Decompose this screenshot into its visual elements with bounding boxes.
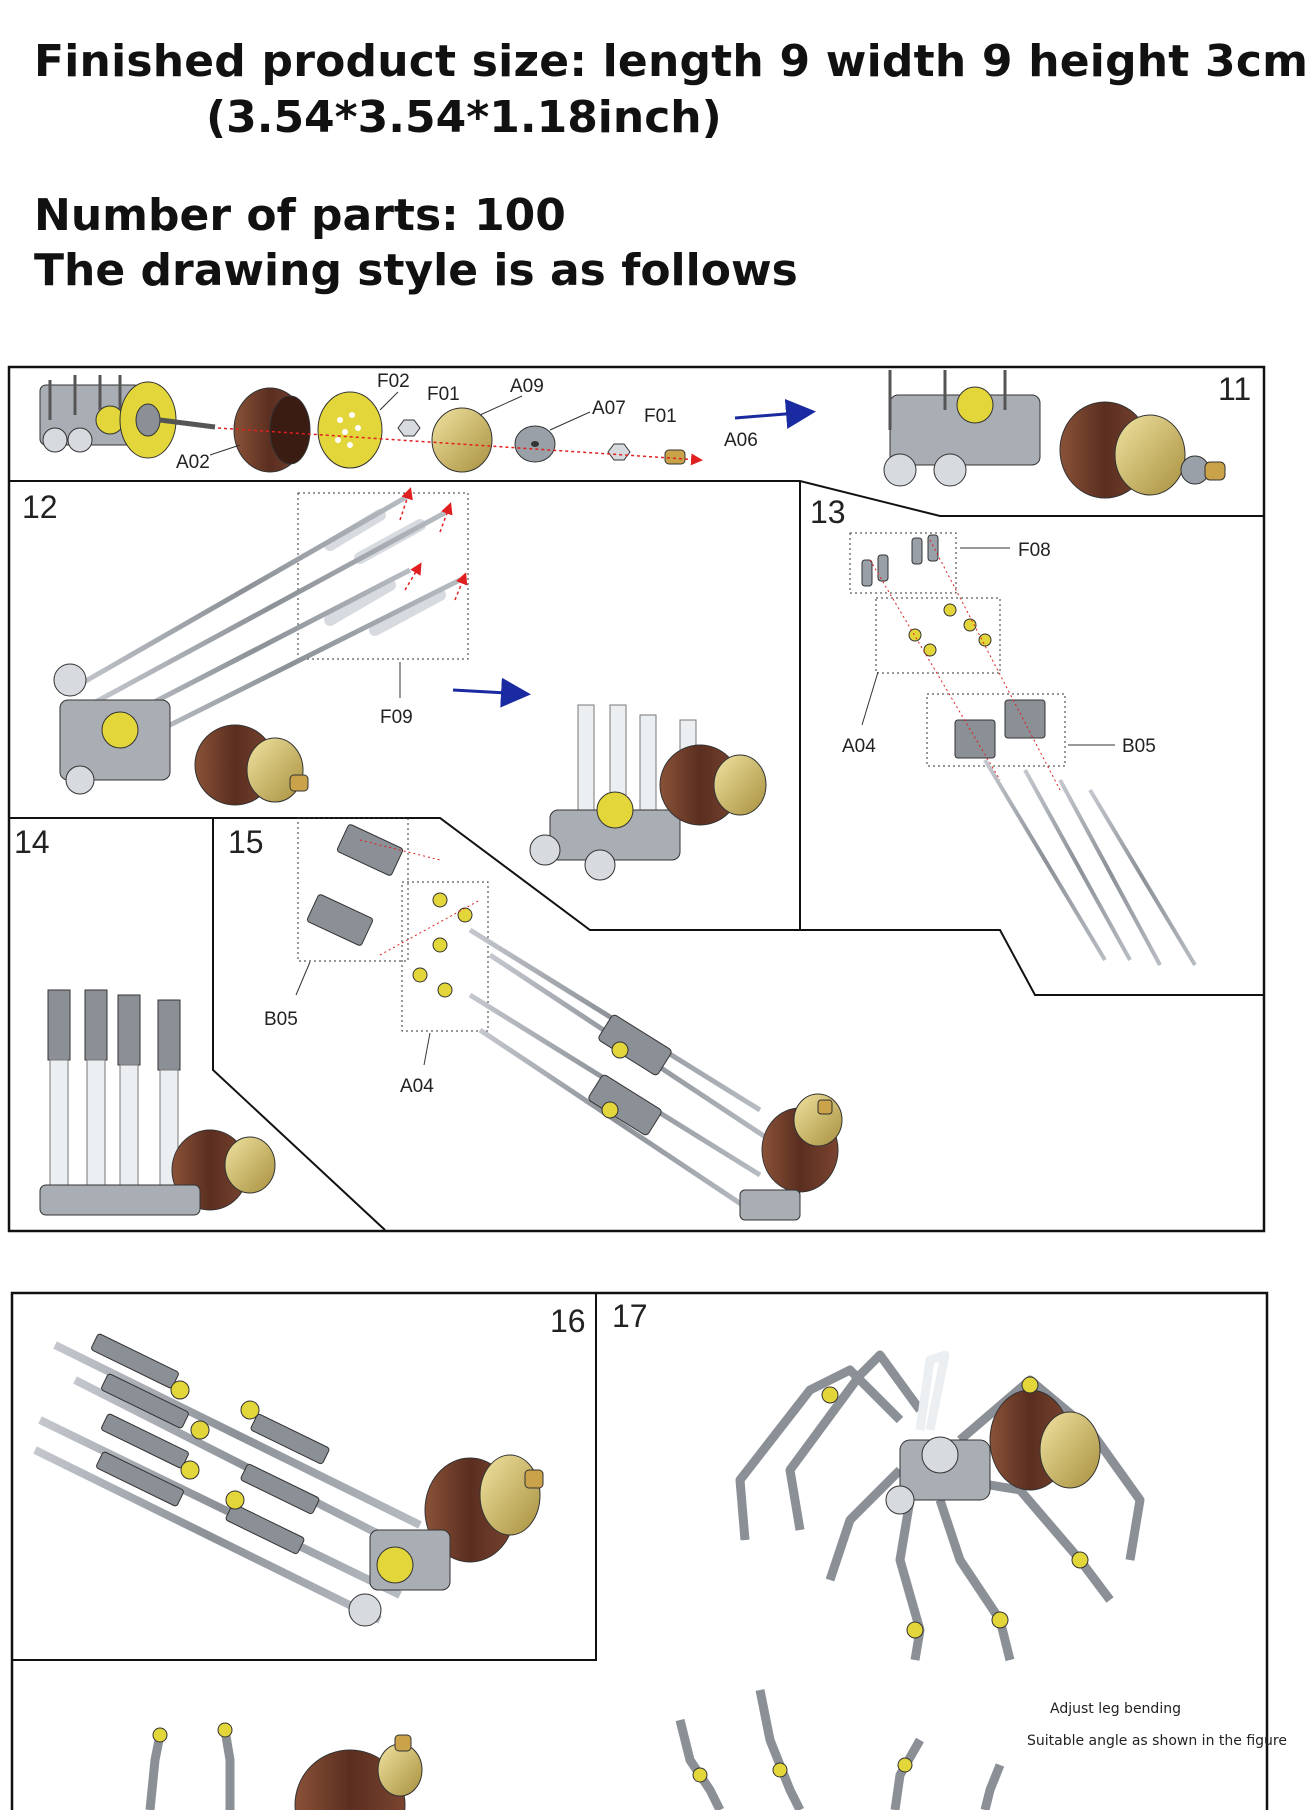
detail-box-b05b [297, 817, 409, 962]
step-16: 16 [33, 1303, 586, 1627]
rods-15-icon [468, 927, 772, 1213]
assembled-legs-16-icon [33, 1333, 544, 1627]
partial-legs-right-icon [675, 1689, 1005, 1810]
step-number-14: 14 [14, 824, 50, 860]
part-a09-icon [431, 407, 493, 473]
part-b05-icon [954, 699, 1046, 759]
top-panel-frame [7, 365, 1266, 1233]
part-a06-icon [664, 449, 686, 465]
assembled-body-12a-icon [53, 663, 309, 806]
assembled-legs-14-icon [39, 830, 276, 1216]
label-f09: F09 [380, 707, 413, 728]
label-a09: A09 [510, 376, 544, 397]
step-number-11: 11 [1218, 371, 1251, 407]
label-f08: F08 [1018, 540, 1051, 561]
leg-bending-step: Adjust leg bending Suitable angle as sho… [145, 1689, 1287, 1810]
step-number-17: 17 [612, 1298, 648, 1334]
part-f02-icon [317, 391, 383, 469]
drawing-style-note: The drawing style is as follows [34, 245, 798, 296]
body-subassembly-icon [39, 375, 216, 459]
partial-legs-left-icon [145, 1722, 423, 1810]
part-b05b-icon [306, 824, 404, 946]
label-a06: A06 [724, 430, 758, 451]
assembled-body-15-icon [739, 1093, 843, 1221]
finished-spider-icon [735, 1350, 1145, 1662]
step-11: 11 [39, 370, 1251, 499]
bottom-panel-frame [10, 1291, 1269, 1810]
label-b05: B05 [1122, 736, 1156, 757]
bottom-panel [10, 1291, 1269, 1810]
label-a02: A02 [176, 452, 210, 473]
note-suitable-angle: Suitable angle as shown in the figure [1027, 1733, 1287, 1749]
step-13: 13 F08 A04 [810, 494, 1197, 967]
detail-box-a04b [401, 881, 489, 1032]
assembled-body-11-icon [883, 370, 1226, 499]
divider-14-15 [212, 818, 386, 1231]
label-f02: F02 [377, 371, 410, 392]
divider-16-17 [12, 1293, 597, 1661]
part-a02-icon [233, 387, 311, 473]
next-step-arrow-11 [734, 398, 816, 429]
step-number-12: 12 [22, 489, 58, 525]
label-f01b: F01 [644, 406, 677, 427]
assembly-path-11 [217, 427, 703, 466]
divider-11 [9, 480, 1264, 517]
note-adjust-leg: Adjust leg bending [1050, 1701, 1181, 1717]
detail-box-f08 [849, 532, 957, 594]
title-size-inch: (3.54*3.54*1.18inch) [206, 92, 722, 143]
part-a04-icon [908, 603, 992, 657]
label-f01: F01 [427, 384, 460, 405]
part-f01-icon [397, 419, 421, 437]
assembled-body-12b-icon [529, 505, 767, 881]
step-14: 14 [14, 824, 276, 1216]
step-15: 15 [228, 817, 843, 1221]
step-17: 17 [612, 1298, 1145, 1662]
instruction-sheet: 11 [7, 365, 1287, 1810]
title-size: Finished product size: length 9 width 9 … [34, 36, 1308, 87]
part-a07-icon [514, 425, 556, 463]
detail-box-f09 [297, 492, 469, 660]
label-a04: A04 [842, 736, 876, 757]
part-f08-icon [861, 534, 939, 587]
rods-13-icon [983, 758, 1197, 967]
step-number-13: 13 [810, 494, 846, 530]
step-12: 12 F09 [22, 487, 767, 881]
label-a07: A07 [592, 398, 626, 419]
step-number-16: 16 [550, 1303, 586, 1339]
step-number-15: 15 [228, 824, 264, 860]
next-step-arrow-12 [452, 677, 531, 708]
label-b05b: B05 [264, 1009, 298, 1030]
part-a04b-icon [412, 892, 473, 998]
label-a04b: A04 [400, 1076, 434, 1097]
parts-count: Number of parts: 100 [34, 190, 566, 241]
part-f01b-icon [607, 443, 631, 461]
detail-box-a04 [875, 597, 1001, 674]
